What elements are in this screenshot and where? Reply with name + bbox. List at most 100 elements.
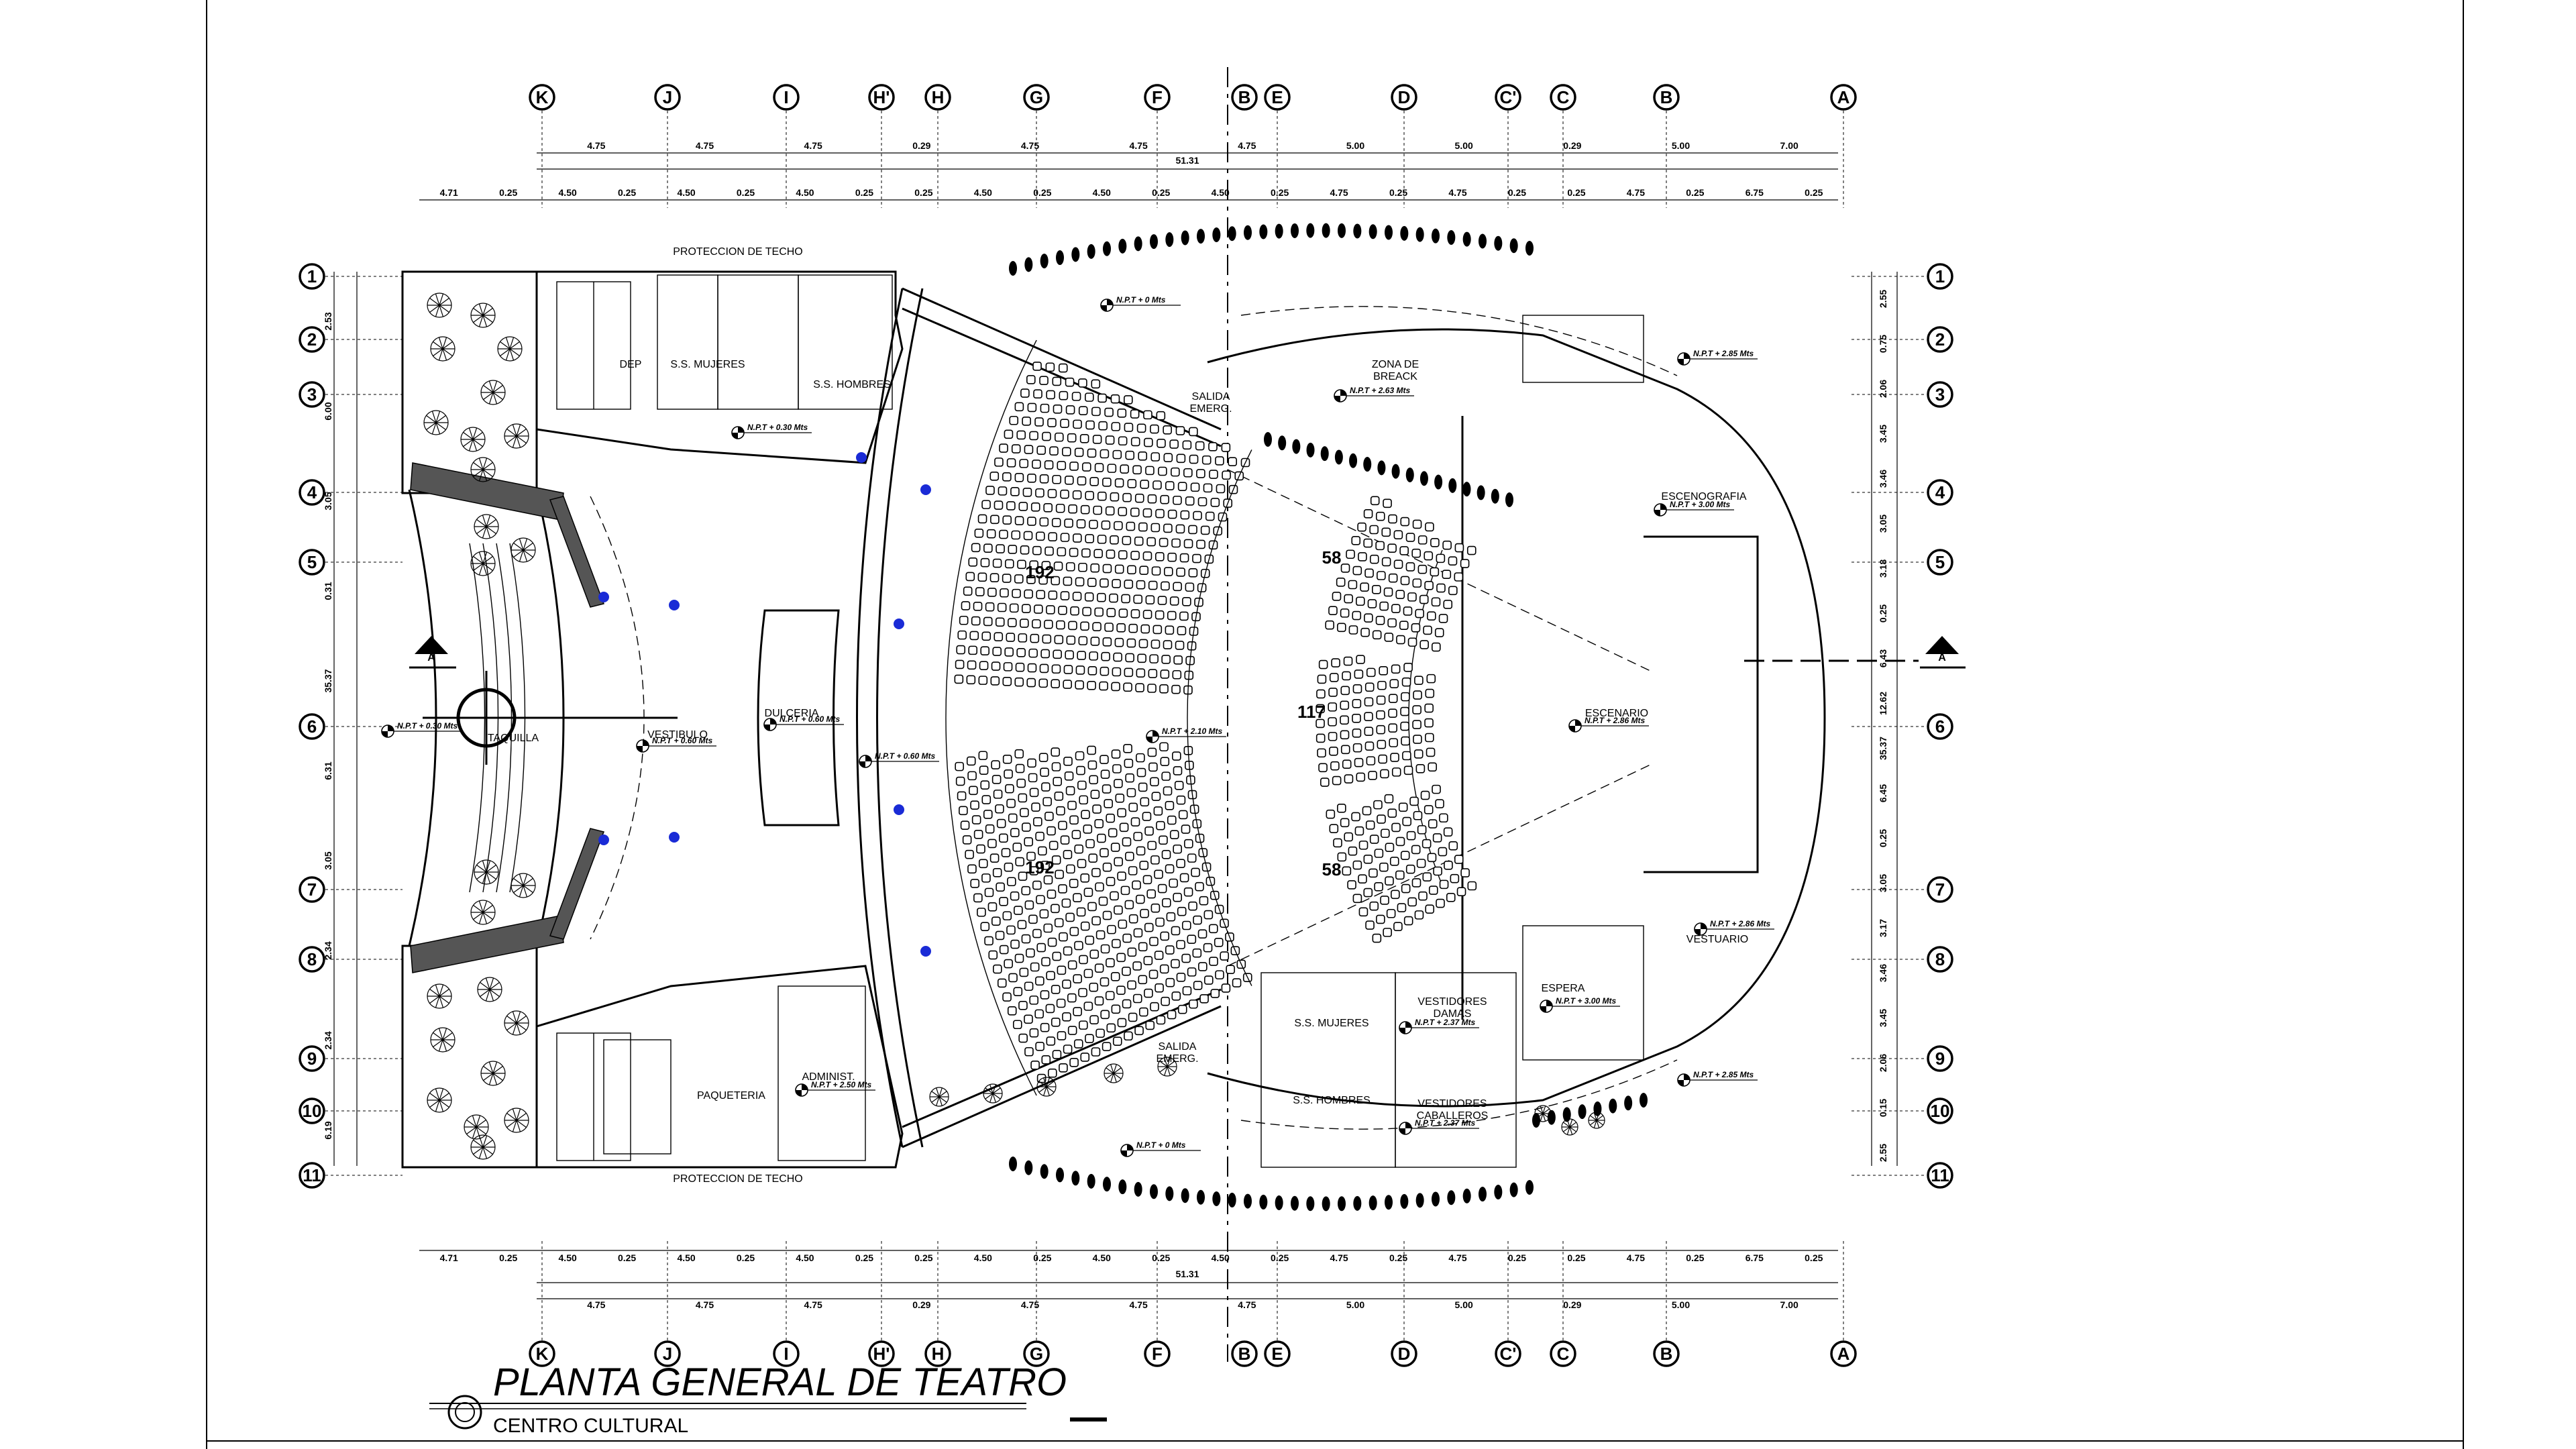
seat (1003, 662, 1013, 672)
seat (1045, 362, 1055, 372)
seat (1364, 682, 1375, 692)
grid-row-bubble: 1 (1927, 263, 1953, 290)
seat (1390, 753, 1399, 762)
seat (1087, 680, 1096, 690)
seat (1047, 488, 1057, 498)
seat (1159, 537, 1169, 547)
seat (1403, 663, 1413, 672)
seat (1152, 625, 1163, 635)
seat (1068, 504, 1077, 514)
seat (1009, 415, 1019, 425)
seat (1198, 962, 1208, 971)
seat (977, 908, 986, 917)
seat (1085, 392, 1094, 402)
seat (1134, 493, 1144, 503)
seat (1006, 458, 1016, 468)
seat (1128, 802, 1138, 812)
seat (1329, 747, 1338, 756)
svg-text:1: 1 (307, 266, 317, 286)
seat (1075, 577, 1085, 587)
seat (1400, 706, 1409, 716)
seat (1456, 887, 1466, 896)
seat (1340, 564, 1350, 573)
seat (1014, 749, 1024, 759)
shrub-icon (1462, 1188, 1471, 1203)
seat (1039, 376, 1049, 385)
dimension-value: 4.50 (974, 1252, 992, 1263)
service-block-bottom (535, 965, 904, 1169)
seat (1203, 910, 1214, 920)
seat (1333, 838, 1342, 848)
seat (1147, 494, 1157, 504)
seat (1058, 605, 1067, 615)
dimension-value: 7.00 (1780, 1299, 1799, 1310)
seat (1024, 900, 1034, 910)
seat (1161, 850, 1171, 859)
dimension-value: 0.25 (855, 187, 873, 198)
seat (1424, 703, 1434, 713)
seat (1380, 769, 1389, 779)
seat (1316, 704, 1325, 714)
seat (1328, 688, 1338, 697)
grid-row-bubble: 9 (1927, 1045, 1953, 1072)
seat (1124, 580, 1134, 589)
svg-text:B: B (1660, 1344, 1673, 1364)
seat (1369, 835, 1379, 844)
seat (1053, 777, 1062, 786)
seat (1376, 724, 1386, 735)
seat (957, 630, 967, 640)
seat (1058, 820, 1067, 830)
seat (1173, 766, 1183, 775)
seat (1340, 686, 1350, 696)
seat-count-right-lower: 58 (1322, 859, 1342, 879)
dimension-value: 5.00 (1346, 1299, 1364, 1310)
seat (1108, 828, 1118, 838)
dimension-value: 0.25 (1033, 1252, 1051, 1263)
seat (1391, 664, 1401, 674)
seat (1032, 545, 1042, 555)
dimension-value: 6.45 (1878, 784, 1888, 802)
tree-icon (504, 1010, 529, 1036)
tree-icon (474, 859, 499, 885)
seat (1051, 904, 1060, 914)
seat (1144, 922, 1154, 932)
seat (969, 631, 979, 641)
seat (1177, 1004, 1187, 1014)
seat (1114, 779, 1123, 788)
svg-text:N.P.T + 0.60 Mts: N.P.T + 0.60 Mts (652, 736, 712, 745)
seat (1173, 844, 1182, 854)
seat (1055, 503, 1065, 513)
dimension-value: 3.05 (323, 492, 333, 510)
seat (1028, 914, 1038, 924)
seat (957, 791, 967, 801)
seat (1052, 1050, 1062, 1059)
seat (1417, 825, 1427, 835)
seat (1132, 994, 1142, 1004)
svg-text:N.P.T + 2.10 Mts: N.P.T + 2.10 Mts (1162, 727, 1222, 736)
seat (1146, 537, 1156, 547)
seat (1352, 743, 1362, 753)
seat (1052, 474, 1061, 484)
seat (1364, 568, 1374, 578)
seat (1065, 650, 1074, 659)
grid-column-bubble: F (1144, 1340, 1171, 1367)
svg-text:D: D (1398, 1344, 1411, 1364)
seat (1133, 928, 1143, 938)
seat (1352, 566, 1362, 576)
seat (1089, 519, 1098, 529)
landscape-trees (423, 223, 1648, 1212)
seat (1040, 403, 1050, 413)
seat (1203, 975, 1214, 985)
seat (987, 902, 998, 912)
seat (1002, 677, 1012, 686)
dimension-value: 0.25 (1878, 604, 1888, 623)
seat (1069, 1058, 1079, 1067)
grid-column-bubble: C (1550, 1340, 1576, 1367)
seat (1401, 883, 1411, 894)
seat (1348, 846, 1358, 856)
seat (1150, 639, 1161, 649)
seat (1167, 552, 1177, 562)
seat (1065, 912, 1075, 922)
seat (1023, 531, 1033, 541)
